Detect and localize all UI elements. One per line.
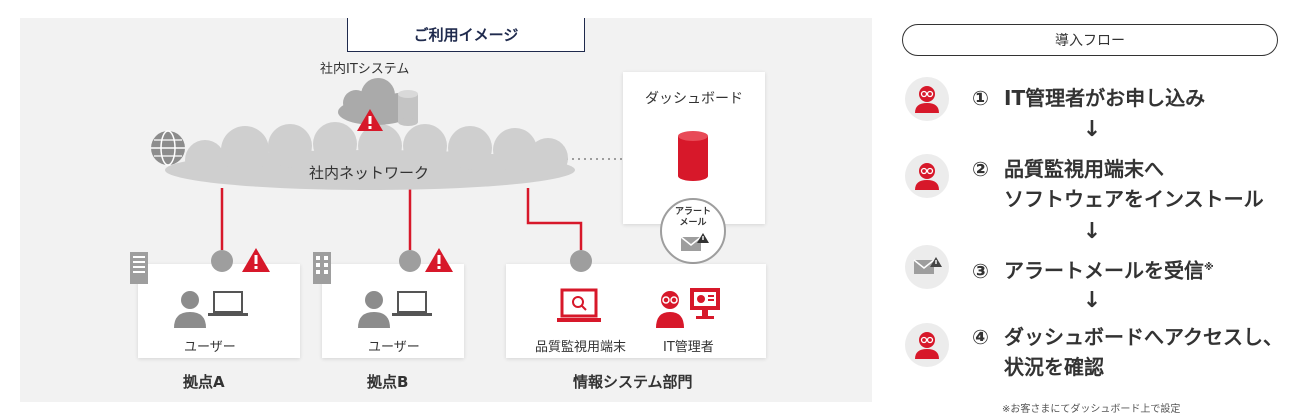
- step-text-line: ソフトウェアをインストール: [1004, 187, 1264, 211]
- user-label-b: ユーザー: [368, 340, 420, 355]
- step-number: ②: [972, 157, 989, 181]
- step-text-line: 状況を確認: [1004, 355, 1104, 379]
- admin-icon-step-4: [905, 323, 949, 367]
- user-with-laptop-icon-a: [174, 291, 248, 328]
- flow-step-4: ④ ダッシュボードへアクセスし、 状況を確認: [972, 322, 1283, 382]
- info-sys-box: [506, 264, 766, 358]
- flow-step-1: ① IT管理者がお申し込み: [972, 83, 1205, 113]
- step-text-line: ダッシュボードへアクセスし、: [1004, 325, 1283, 349]
- step-footnote-mark: ※: [1204, 262, 1214, 273]
- flow-footnote: ※お客さまにてダッシュボード上で設定: [1002, 404, 1181, 415]
- mail-icon: [681, 233, 709, 251]
- admin-icon-step-1: [905, 77, 949, 121]
- building-icon-a: [130, 252, 148, 284]
- step-number: ④: [972, 325, 989, 349]
- flow-title: 導入フロー: [902, 24, 1278, 56]
- step-number: ③: [972, 258, 989, 283]
- it-admin-icon: [656, 288, 720, 328]
- flow-step-3: ③ アラートメールを受信※: [972, 253, 1214, 286]
- monitoring-terminal-icon: [557, 288, 601, 322]
- step-number: ①: [972, 86, 989, 110]
- terminal-label: 品質監視用端末: [535, 340, 627, 355]
- diagram-panel: ご利用イメージ 社内ITシステム 社内ネットワーク ダッシュボード アラート メ…: [20, 18, 872, 402]
- flow-step-2: ② 品質監視用端末へ ソフトウェアをインストール: [972, 154, 1264, 214]
- warning-icon-it-system: [357, 109, 383, 131]
- it-system-cloud-icon: [338, 78, 412, 125]
- info-sys-label: 情報システム部門: [573, 373, 693, 391]
- alert-mail-icon-step-3: [905, 245, 949, 289]
- network-label: 社内ネットワーク: [309, 164, 430, 182]
- dashboard-label: ダッシュボード: [645, 91, 743, 107]
- user-with-laptop-icon-b: [358, 291, 432, 328]
- warning-icon-site-b: [425, 248, 453, 272]
- diagram-canvas: [151, 78, 695, 272]
- admin-label: IT管理者: [663, 340, 714, 355]
- flow-arrow-2: ↓: [1082, 219, 1102, 244]
- flow-arrow-3: ↓: [1082, 288, 1102, 313]
- site-b-label: 拠点B: [367, 373, 409, 391]
- warning-icon-site-a: [242, 248, 270, 272]
- building-icon-b: [313, 252, 331, 284]
- flow-arrow-1: ↓: [1082, 117, 1102, 142]
- user-label-a: ユーザー: [184, 340, 236, 355]
- alert-mail-label: アラート メール: [674, 207, 711, 228]
- site-a-label: 拠点A: [183, 373, 225, 391]
- step-text-line: IT管理者がお申し込み: [1004, 86, 1206, 110]
- database-icon: [398, 90, 418, 126]
- line-info-sys: [526, 188, 583, 250]
- network-cloud: [165, 122, 575, 190]
- step-text-line: 品質監視用端末へ: [1004, 157, 1164, 181]
- alert-mail-node: [660, 198, 726, 264]
- dashboard-server-icon: [678, 131, 708, 181]
- router-icon-b: [399, 250, 421, 272]
- admin-icon-step-2: [905, 154, 949, 198]
- it-system-label: 社内ITシステム: [320, 62, 410, 77]
- router-icon-a: [211, 250, 233, 272]
- router-icon-info: [570, 250, 592, 272]
- step-text-line: アラートメールを受信: [1004, 258, 1204, 283]
- globe-icon: [151, 130, 185, 166]
- diagram-title-tab: ご利用イメージ: [347, 18, 585, 52]
- site-b-box: [322, 264, 464, 358]
